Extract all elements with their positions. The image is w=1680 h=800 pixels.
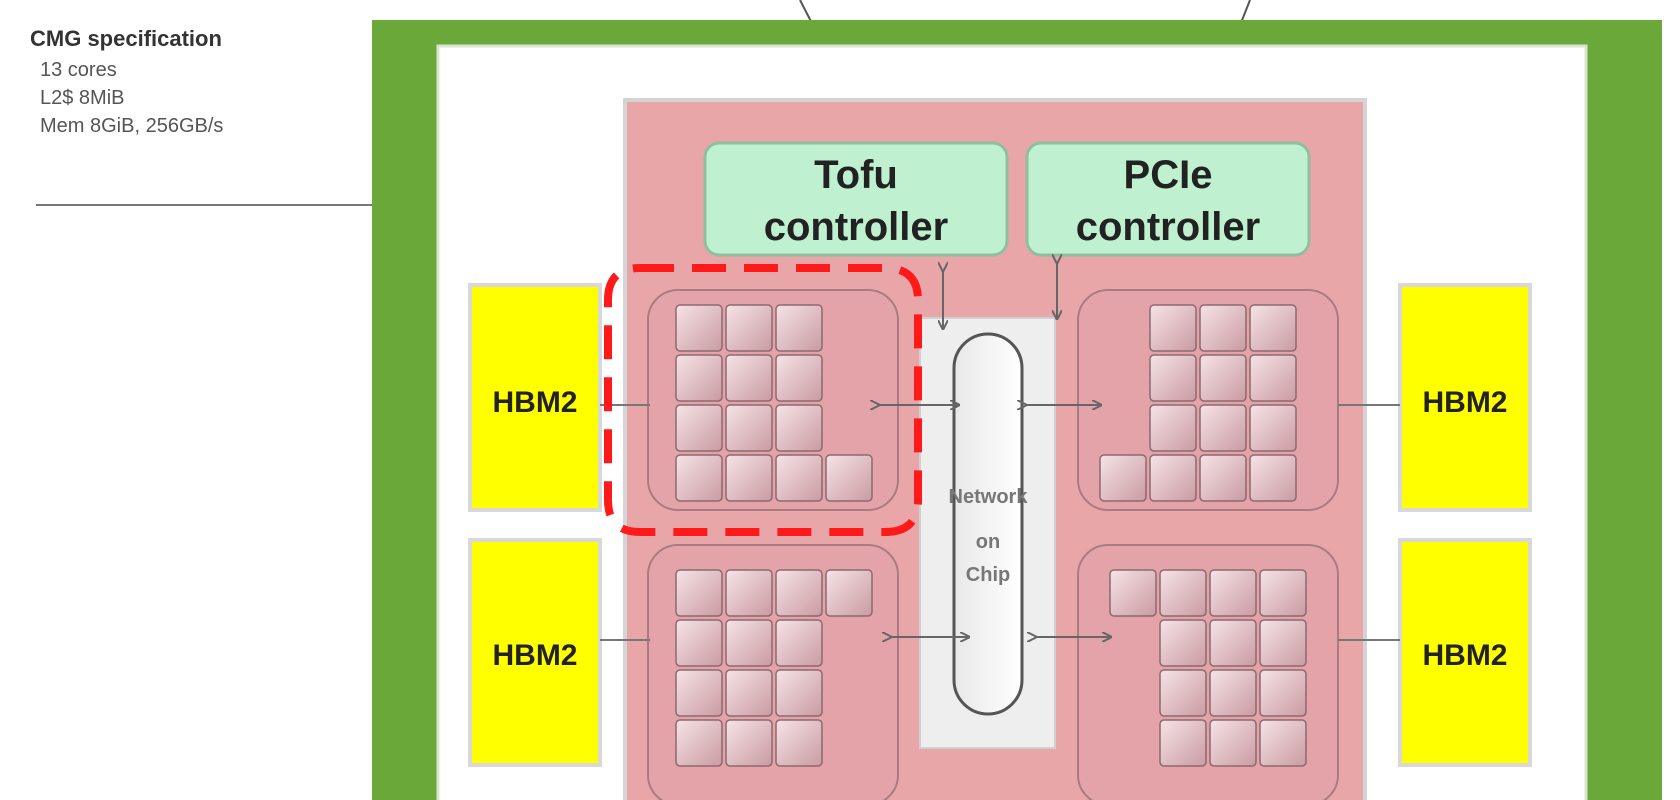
tofu-controller-line2: controller <box>764 205 948 249</box>
noc-line2: on <box>976 531 1000 553</box>
core-tile <box>825 454 873 502</box>
core-tile <box>1159 719 1207 767</box>
core-tile <box>1249 454 1297 502</box>
spec-cores: 13 cores <box>40 59 117 81</box>
core-tile <box>1209 569 1257 617</box>
core-tile <box>775 354 823 402</box>
hbm2-top-right: HBM2 <box>1398 283 1532 512</box>
core-tile <box>775 619 823 667</box>
cmg-specification: CMG specification 13 cores L2$ 8MiB Mem … <box>30 26 223 140</box>
core-tile <box>725 304 773 352</box>
core-tile <box>675 304 723 352</box>
core-tile <box>1249 304 1297 352</box>
noc-line3: Chip <box>966 564 1010 586</box>
core-tile <box>1159 669 1207 717</box>
core-tile <box>1209 719 1257 767</box>
core-tile <box>675 619 723 667</box>
core-tile <box>675 454 723 502</box>
hbm2-bottom-left-label: HBM2 <box>492 639 577 672</box>
core-tile <box>775 404 823 452</box>
core-tile <box>725 454 773 502</box>
cmg-highlight-outline <box>604 264 922 536</box>
core-tile <box>775 304 823 352</box>
core-tile <box>1199 354 1247 402</box>
core-tile <box>1259 569 1307 617</box>
core-tile <box>1159 619 1207 667</box>
core-tile <box>725 619 773 667</box>
core-tile <box>1249 354 1297 402</box>
spec-title: CMG specification <box>30 26 222 51</box>
hbm2-top-left: HBM2 <box>468 283 602 512</box>
core-tile <box>1099 454 1147 502</box>
core-tile <box>1149 404 1197 452</box>
cores-bottom-left <box>675 569 873 767</box>
core-tile <box>1199 304 1247 352</box>
core-tile <box>1259 719 1307 767</box>
core-tile <box>675 719 723 767</box>
pcie-controller-line1: PCIe <box>1124 153 1213 197</box>
core-tile <box>675 404 723 452</box>
pcie-controller-line2: controller <box>1076 205 1260 249</box>
core-tile <box>725 669 773 717</box>
core-tile <box>1199 454 1247 502</box>
cores-top-left <box>675 304 873 502</box>
hbm2-bottom-left: HBM2 <box>468 538 602 767</box>
network-on-chip: Network on Chip <box>919 317 1056 749</box>
hbm2-bottom-right: HBM2 <box>1398 538 1532 767</box>
core-tile <box>775 569 823 617</box>
core-tile <box>1259 669 1307 717</box>
core-tile <box>1159 569 1207 617</box>
core-tile <box>1209 669 1257 717</box>
core-tile <box>1149 454 1197 502</box>
core-tile <box>1199 404 1247 452</box>
spec-memory: Mem 8GiB, 256GB/s <box>40 115 224 137</box>
cores-top-right <box>1099 304 1297 502</box>
core-tile <box>725 404 773 452</box>
hbm2-top-right-label: HBM2 <box>1422 386 1507 419</box>
core-tile <box>1249 404 1297 452</box>
core-tile <box>725 354 773 402</box>
core-tile <box>775 669 823 717</box>
core-tile <box>675 354 723 402</box>
noc-line1: Network <box>949 486 1029 508</box>
cores-bottom-right <box>1109 569 1307 767</box>
core-tile <box>825 569 873 617</box>
core-tile <box>1109 569 1157 617</box>
core-tile <box>675 569 723 617</box>
core-tile <box>1259 619 1307 667</box>
pcie-controller: PCIe controller <box>1025 141 1311 257</box>
core-tile <box>675 669 723 717</box>
tofu-controller-line1: Tofu <box>814 153 898 197</box>
hbm2-bottom-right-label: HBM2 <box>1422 639 1507 672</box>
core-tile <box>1209 619 1257 667</box>
core-tile <box>725 569 773 617</box>
core-tile <box>1149 354 1197 402</box>
core-tile <box>775 454 823 502</box>
core-tile <box>1149 304 1197 352</box>
core-tile <box>775 719 823 767</box>
tofu-controller: Tofu controller <box>703 141 1009 257</box>
hbm2-top-left-label: HBM2 <box>492 386 577 419</box>
spec-l2-cache: L2$ 8MiB <box>40 87 125 109</box>
core-tile <box>725 719 773 767</box>
